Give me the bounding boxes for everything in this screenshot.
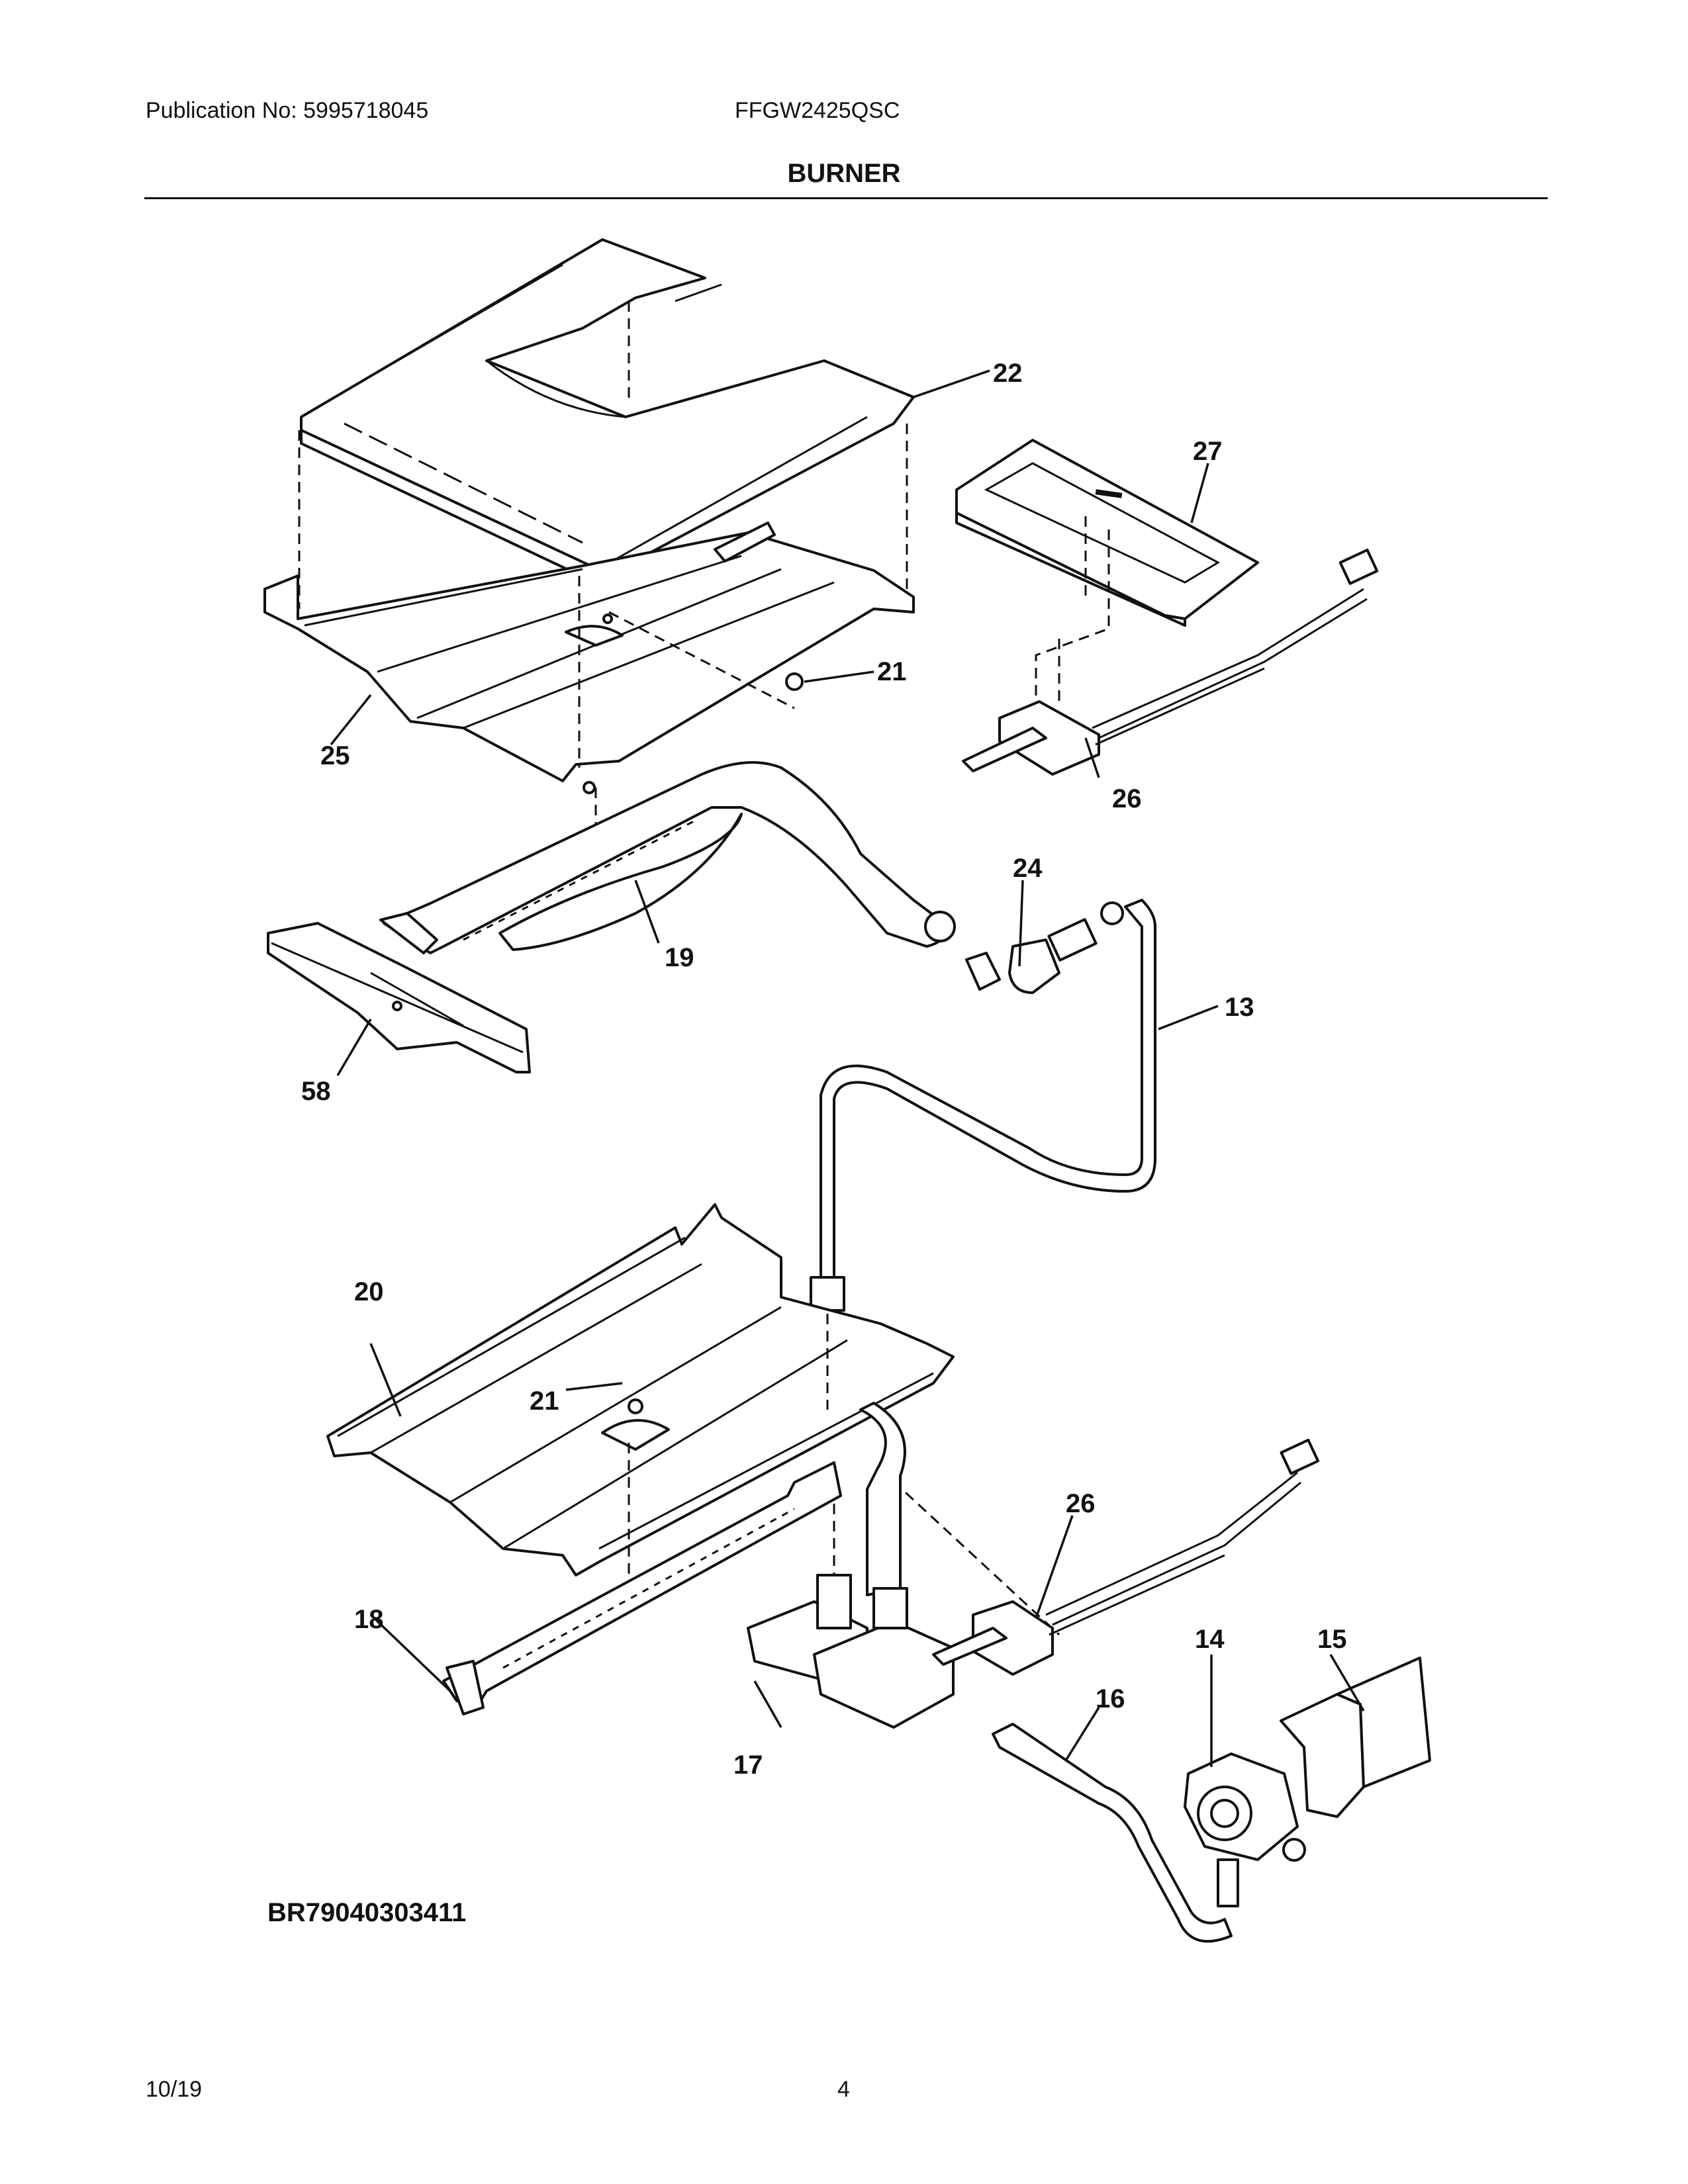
- leader-lines: [330, 369, 1365, 1767]
- guide-dashes-plate: [1035, 516, 1110, 702]
- part-21-nut-upper: [785, 672, 804, 691]
- callout-24: 24: [1013, 854, 1043, 883]
- part-27-igniter-plate: [955, 439, 1259, 627]
- callout-22: 22: [993, 359, 1023, 388]
- callout-19: 19: [665, 943, 694, 972]
- callout-13: 13: [1225, 993, 1254, 1022]
- callout-21-upper: 21: [877, 657, 907, 686]
- callout-26-upper: 26: [1112, 784, 1142, 813]
- part-18-lower-burner: [442, 1461, 842, 1715]
- callout-16: 16: [1096, 1684, 1125, 1713]
- section-title: BURNER: [787, 159, 901, 188]
- callout-58: 58: [301, 1077, 331, 1106]
- callout-20: 20: [354, 1277, 384, 1306]
- part-16-regulator-tube: [992, 1723, 1233, 1943]
- callout-27: 27: [1193, 437, 1223, 466]
- part-17-safety-valve: [747, 1402, 955, 1729]
- part-13-supply-tube: [820, 899, 1156, 1279]
- part-58-bracket: [267, 922, 531, 1073]
- callout-17: 17: [733, 1751, 763, 1780]
- callout-25: 25: [320, 741, 350, 770]
- part-26-igniter-lower: [932, 1438, 1320, 1676]
- header-rule: [144, 197, 1548, 199]
- part-22-shield: [300, 238, 915, 590]
- callout-15: 15: [1317, 1625, 1347, 1654]
- model-number: FFGW2425QSC: [735, 98, 900, 123]
- callout-14: 14: [1195, 1625, 1225, 1654]
- callout-18: 18: [354, 1605, 384, 1634]
- part-20-lower-baffle: [326, 1203, 955, 1576]
- part-24-orifice-fitting: [965, 901, 1124, 994]
- footer-date: 10/19: [146, 2077, 203, 2102]
- callout-21-lower: 21: [530, 1387, 559, 1416]
- part-15-regulator-bracket: [1280, 1657, 1431, 1818]
- drawing-code: BR79040303411: [267, 1898, 467, 1927]
- guide-dashes-upper: [298, 301, 908, 834]
- part-14-pressure-regulator: [1184, 1752, 1306, 1907]
- callout-26-lower: 26: [1066, 1489, 1096, 1518]
- tube-13-end-fitting: [810, 1276, 845, 1312]
- publication-number: Publication No: 5995718045: [146, 98, 429, 123]
- part-19-upper-burner: [379, 761, 956, 954]
- part-25-baffle: [263, 522, 915, 794]
- guide-dashes-lower: [628, 1314, 1060, 1636]
- page-number: 4: [837, 2077, 850, 2102]
- part-26-igniter-upper: [962, 549, 1379, 776]
